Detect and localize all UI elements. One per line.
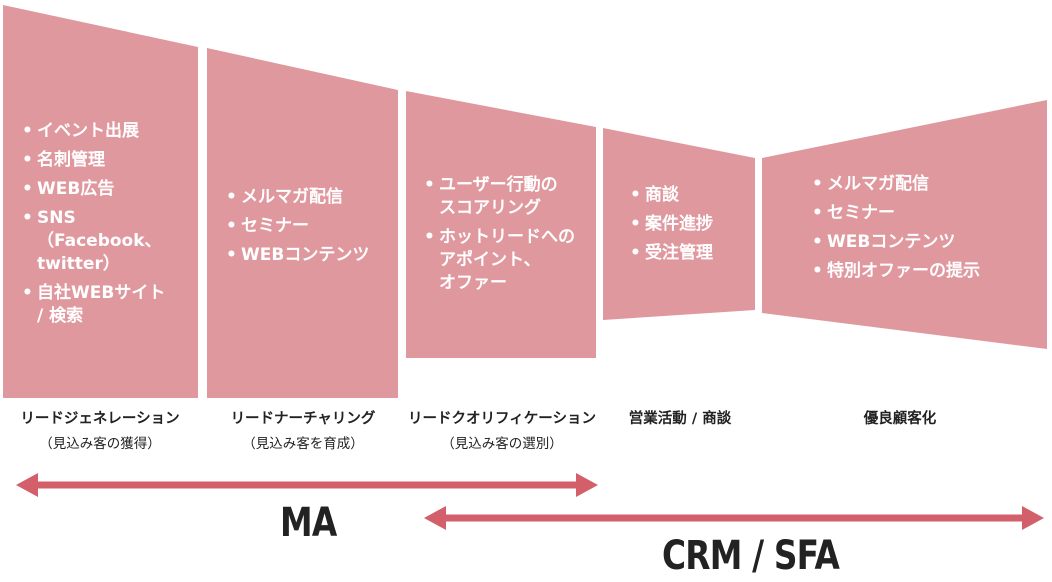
bullet-icon: • <box>226 216 237 236</box>
item-text: 特別オファーの提示 <box>827 261 980 281</box>
item-text: 自社WEBサイト / 検索 <box>37 283 166 326</box>
stage-5-item: •特別オファーの提示 <box>812 260 1042 283</box>
stage-2-items: •メルマガ配信•セミナー•WEBコンテンツ <box>226 186 396 273</box>
funnel-segment-lead-generation <box>3 5 198 398</box>
item-text: セミナー <box>241 216 309 236</box>
bullet-icon: • <box>226 187 237 207</box>
crm-arrow-head-left <box>424 506 446 530</box>
funnel-segment-lead-qualification <box>406 91 596 358</box>
item-text: ホットリードへの アポイント、 オファー <box>439 227 575 293</box>
item-text: 受注管理 <box>645 243 713 263</box>
stage-3-item: •ホットリードへの アポイント、 オファー <box>424 226 594 295</box>
stage-2-sublabel: （見込み客を育成） <box>242 436 364 452</box>
stage-2-item: •セミナー <box>226 215 396 238</box>
stage-1-sublabel: （見込み客の獲得） <box>39 436 161 452</box>
stage-5-item: •WEBコンテンツ <box>812 231 1042 254</box>
item-text: WEBコンテンツ <box>241 245 370 265</box>
crm-arrow-head-right <box>1022 506 1044 530</box>
item-text: 商談 <box>645 185 679 205</box>
stage-3-items: •ユーザー行動の スコアリング•ホットリードへの アポイント、 オファー <box>424 174 594 301</box>
bullet-icon: • <box>812 174 823 194</box>
stage-1-item: •イベント出展 <box>22 120 197 143</box>
item-text: 名刺管理 <box>37 150 105 170</box>
stage-4-item: •案件進捗 <box>630 213 750 236</box>
bullet-icon: • <box>630 214 641 234</box>
item-text: SNS （Facebook、 twitter） <box>37 208 162 274</box>
stage-3-label: リードクオリフィケーション <box>408 411 596 427</box>
stage-1-item: •WEB広告 <box>22 178 197 201</box>
ma-range-arrow <box>16 473 598 497</box>
stage-4-items: •商談•案件進捗•受注管理 <box>630 184 750 271</box>
stage-1-label: リードジェネレーション <box>20 411 180 427</box>
bullet-icon: • <box>22 283 33 303</box>
item-text: メルマガ配信 <box>241 187 343 207</box>
crm-sfa-range-arrow <box>424 506 1044 530</box>
ma-arrow-head-right <box>576 473 598 497</box>
bullet-icon: • <box>812 261 823 281</box>
bullet-icon: • <box>22 121 33 141</box>
crm-sfa-label: CRM / SFA <box>662 533 840 579</box>
item-text: WEB広告 <box>37 179 115 199</box>
stage-4-label: 営業活動 / 商談 <box>628 411 732 427</box>
stage-1-items: •イベント出展•名刺管理•WEB広告•SNS （Facebook、 twitte… <box>22 120 197 334</box>
bullet-icon: • <box>630 185 641 205</box>
stage-2-item: •WEBコンテンツ <box>226 244 396 267</box>
item-text: イベント出展 <box>37 121 139 141</box>
item-text: セミナー <box>827 203 895 223</box>
funnel-segment-sales <box>603 128 755 320</box>
ma-label: MA <box>280 500 337 546</box>
funnel-segment-lead-nurturing <box>207 48 398 398</box>
funnel-segment-customer-loyalty <box>762 100 1047 349</box>
stage-5-items: •メルマガ配信•セミナー•WEBコンテンツ•特別オファーの提示 <box>812 173 1042 289</box>
bullet-icon: • <box>22 208 33 228</box>
bullet-icon: • <box>812 232 823 252</box>
item-text: ユーザー行動の スコアリング <box>439 175 558 218</box>
stage-1-item: •SNS （Facebook、 twitter） <box>22 207 197 276</box>
stage-5-item: •セミナー <box>812 202 1042 225</box>
stage-4-item: •受注管理 <box>630 242 750 265</box>
ma-arrow-head-left <box>16 473 38 497</box>
item-text: WEBコンテンツ <box>827 232 956 252</box>
bullet-icon: • <box>22 179 33 199</box>
stage-1-item: •自社WEBサイト / 検索 <box>22 282 197 328</box>
bullet-icon: • <box>630 243 641 263</box>
item-text: 案件進捗 <box>645 214 713 234</box>
stage-2-item: •メルマガ配信 <box>226 186 396 209</box>
item-text: メルマガ配信 <box>827 174 929 194</box>
bullet-icon: • <box>812 203 823 223</box>
stage-3-sublabel: （見込み客の選別） <box>441 436 563 452</box>
bullet-icon: • <box>226 245 237 265</box>
stage-5-item: •メルマガ配信 <box>812 173 1042 196</box>
bullet-icon: • <box>22 150 33 170</box>
stage-3-item: •ユーザー行動の スコアリング <box>424 174 594 220</box>
stage-4-item: •商談 <box>630 184 750 207</box>
stage-1-item: •名刺管理 <box>22 149 197 172</box>
stage-5-label: 優良顧客化 <box>863 411 937 427</box>
bullet-icon: • <box>424 175 435 195</box>
stage-2-label: リードナーチャリング <box>230 411 376 427</box>
bullet-icon: • <box>424 227 435 247</box>
